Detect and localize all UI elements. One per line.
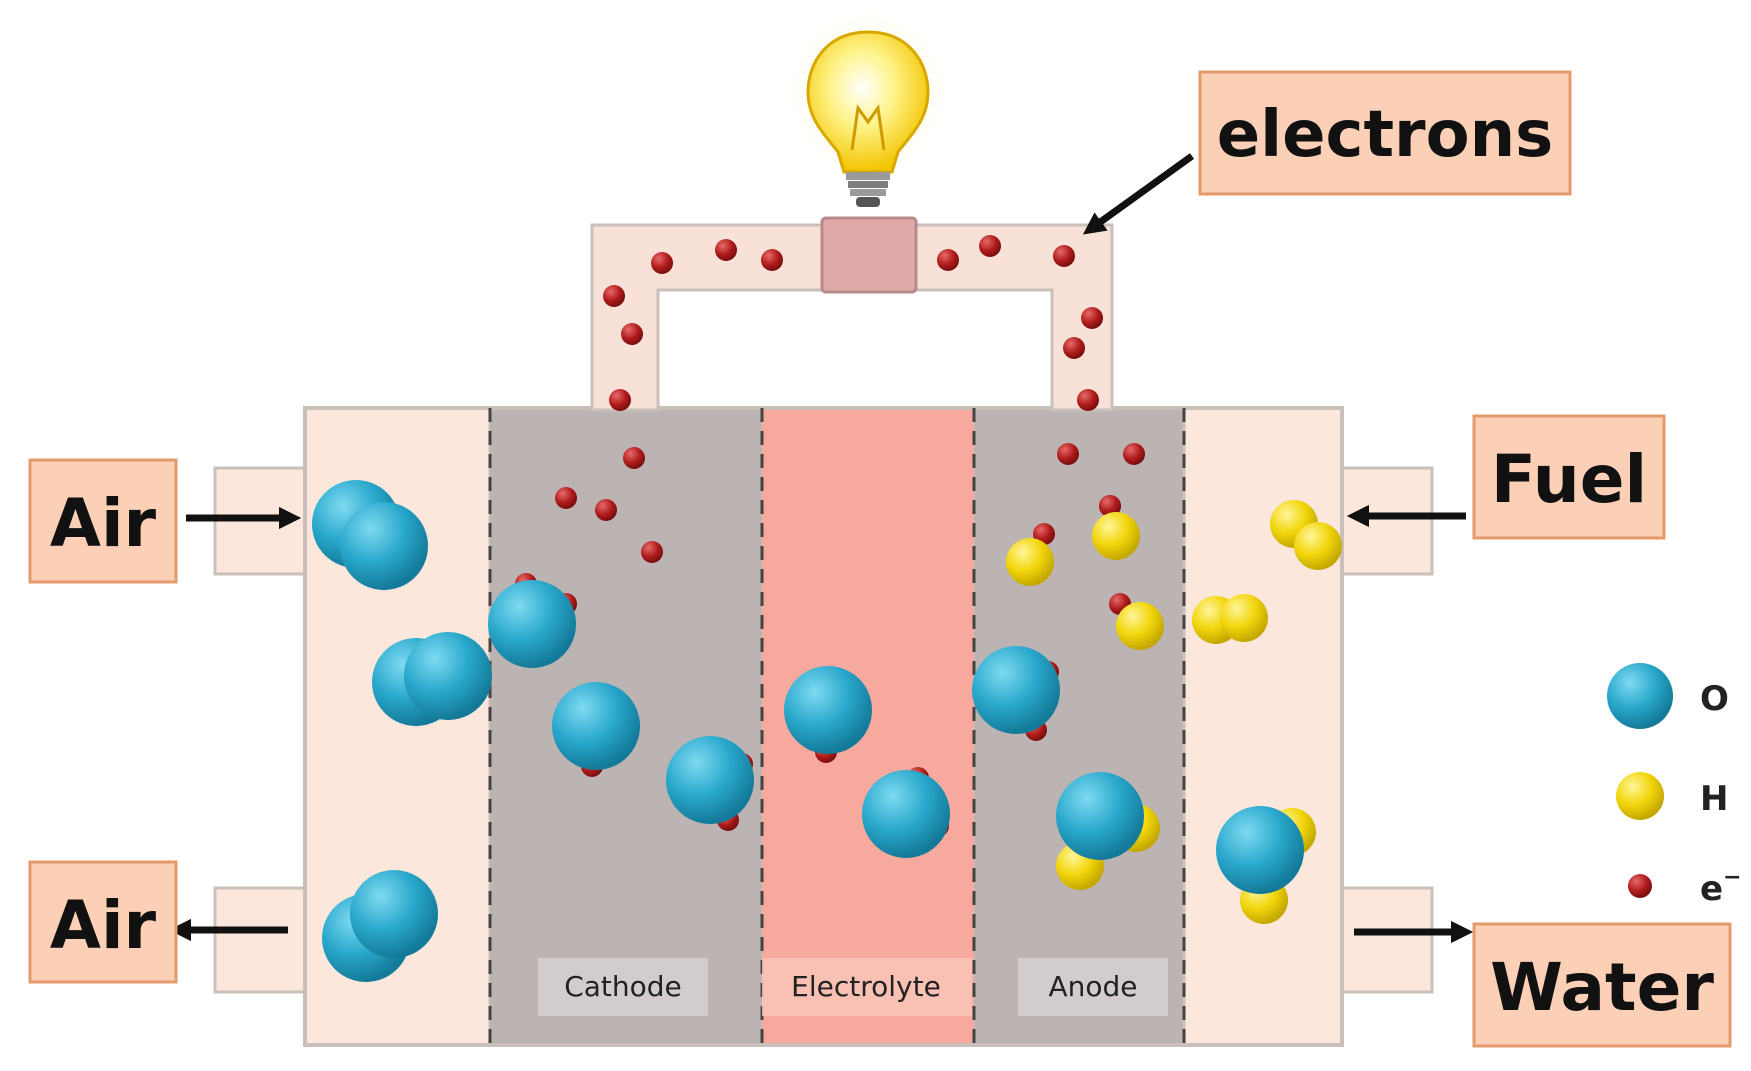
legend-electron-superscript: − bbox=[1723, 865, 1741, 890]
water-2-oxygen bbox=[1216, 806, 1304, 894]
electron-15 bbox=[595, 499, 617, 521]
electron-5 bbox=[979, 235, 1001, 257]
load-box bbox=[820, 216, 918, 294]
oxygen-molecule-1-atom-2 bbox=[340, 502, 428, 590]
legend-electron-symbol: e bbox=[1700, 869, 1723, 909]
air-in-label: Air bbox=[50, 485, 157, 562]
fuel-hydrogen-2-atom-2 bbox=[1220, 594, 1268, 642]
electrons-label: electrons bbox=[1217, 98, 1553, 172]
fuel-label: Fuel bbox=[1491, 441, 1647, 518]
oxygen-molecule-3-atom-2 bbox=[350, 870, 438, 958]
anode-label: Anode bbox=[1048, 970, 1137, 1003]
cathode-tag bbox=[538, 958, 708, 1016]
anode-hydrogen-2-atom-1 bbox=[1092, 512, 1140, 560]
anode-hydrogen-1-electron-1 bbox=[1033, 523, 1055, 545]
legend-oxygen-icon bbox=[1607, 663, 1673, 729]
anode-hydrogen-2-electron-1 bbox=[1099, 495, 1121, 517]
water-1-oxygen bbox=[1056, 772, 1144, 860]
arrow-electrons bbox=[1082, 153, 1195, 235]
electron-10 bbox=[1081, 307, 1103, 329]
electron-2 bbox=[715, 239, 737, 261]
legend-electron-label: e− bbox=[1700, 865, 1742, 909]
electron-16 bbox=[641, 541, 663, 563]
flow-arrows bbox=[168, 153, 1474, 944]
electron-11 bbox=[1063, 337, 1085, 359]
molecules-group bbox=[312, 480, 1342, 982]
electron-6 bbox=[1053, 245, 1075, 267]
circuit-wire bbox=[590, 223, 1114, 412]
oxide-ion-1 bbox=[488, 580, 576, 668]
electrons-box bbox=[1198, 70, 1572, 196]
callout-labels: electrons Air Air Fuel Water bbox=[28, 70, 1732, 1048]
legend: O H e− bbox=[1607, 663, 1742, 909]
anode-gas-chamber bbox=[1182, 406, 1344, 1047]
electron-12 bbox=[1077, 389, 1099, 411]
electrolyte-label: Electrolyte bbox=[791, 970, 941, 1003]
electron-8 bbox=[621, 323, 643, 345]
external-circuit bbox=[590, 216, 1114, 412]
fuel-box bbox=[1472, 414, 1666, 540]
air-out-label: Air bbox=[50, 887, 157, 964]
oxide-ion-2 bbox=[552, 682, 640, 770]
layer-labels: Cathode Electrolyte Anode bbox=[538, 958, 1168, 1016]
legend-hydrogen-icon bbox=[1616, 772, 1664, 820]
air-out-box bbox=[28, 860, 178, 984]
oxygen-molecule-2-atom-2 bbox=[404, 632, 492, 720]
electron-9 bbox=[609, 389, 631, 411]
electron-1 bbox=[651, 252, 673, 274]
air-outlet-port bbox=[213, 886, 309, 994]
legend-electron-icon bbox=[1628, 874, 1652, 898]
water-box bbox=[1472, 922, 1732, 1048]
cathode-label: Cathode bbox=[564, 970, 682, 1003]
legend-oxygen-label: O bbox=[1700, 679, 1729, 719]
anode-hydrogen-3-atom-1 bbox=[1116, 602, 1164, 650]
fuel-hydrogen-1-atom-2 bbox=[1294, 522, 1342, 570]
cell-outline bbox=[303, 406, 1344, 1047]
water-outlet-port bbox=[1338, 886, 1434, 994]
electron-13 bbox=[623, 447, 645, 469]
legend-hydrogen-label: H bbox=[1700, 779, 1728, 819]
oxide-ion-5 bbox=[862, 770, 950, 858]
electron-14 bbox=[555, 487, 577, 509]
electron-4 bbox=[937, 249, 959, 271]
light-bulb-icon bbox=[786, 10, 950, 207]
water-label: Water bbox=[1490, 949, 1714, 1026]
fuel-inlet-port bbox=[1338, 466, 1434, 576]
air-in-box bbox=[28, 458, 178, 584]
electron-3 bbox=[761, 249, 783, 271]
electron-18 bbox=[1123, 443, 1145, 465]
anode-tag bbox=[1018, 958, 1168, 1016]
electrolyte-tag bbox=[762, 958, 972, 1016]
oxide-ion-4 bbox=[784, 666, 872, 754]
electron-17 bbox=[1057, 443, 1079, 465]
oxide-ion-6 bbox=[972, 646, 1060, 734]
electron-7 bbox=[603, 285, 625, 307]
oxide-ion-3 bbox=[666, 736, 754, 824]
anode-hydrogen-1-atom-1 bbox=[1006, 538, 1054, 586]
